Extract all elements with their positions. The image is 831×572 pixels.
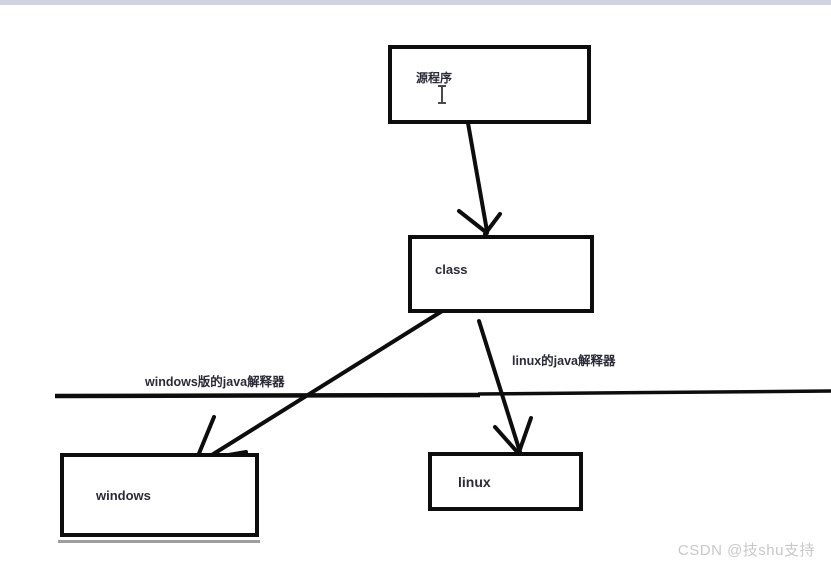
edge-label-linux-interpreter: linux的java解释器 bbox=[512, 354, 616, 368]
node-linux: linux bbox=[428, 452, 583, 511]
divider-line bbox=[54, 389, 831, 399]
node-class-label: class bbox=[435, 261, 468, 277]
edge-label-windows-interpreter: windows版的java解释器 bbox=[145, 375, 285, 389]
text-cursor-icon bbox=[436, 85, 448, 104]
node-class: class bbox=[408, 235, 594, 313]
node-linux-label: linux bbox=[458, 473, 491, 490]
arrow-class-to-linux bbox=[477, 319, 533, 457]
node-windows: windows bbox=[60, 453, 259, 537]
window-top-bar bbox=[0, 0, 831, 5]
node-windows-label: windows bbox=[96, 487, 151, 503]
arrow-source-to-class bbox=[457, 121, 502, 236]
windows-box-shadow-line bbox=[58, 540, 260, 543]
csdn-watermark: CSDN @技shu支持 bbox=[677, 542, 815, 559]
node-source-label: 源程序 bbox=[416, 71, 453, 85]
node-source-program: 源程序 bbox=[388, 45, 591, 124]
